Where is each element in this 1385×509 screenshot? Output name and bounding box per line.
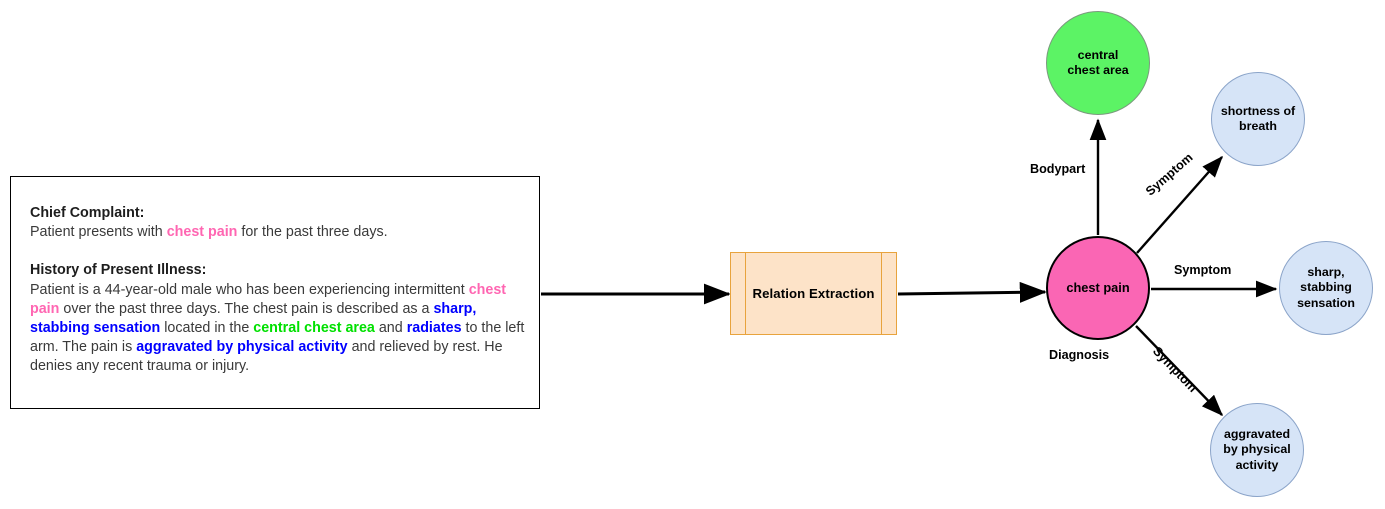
edge-label-symptom-1: Symptom: [1143, 150, 1196, 199]
hpi-text-6: and relieved by rest. He denies any rece…: [30, 339, 503, 375]
chief-complaint-heading-text: Chief Complaint:: [30, 205, 145, 221]
edge-label-bodypart: Bodypart: [1030, 162, 1086, 176]
relation-extraction-box[interactable]: Relation Extraction: [730, 252, 897, 335]
entity-radiates: radiates: [406, 320, 462, 337]
hpi-text-4: and: [374, 320, 407, 337]
entity-sharp-stabbing-sensation: sharp, stabbing sensation: [30, 300, 477, 337]
entity-chest-pain-1: chest pain: [166, 224, 238, 241]
edge-label-diagnosis: Diagnosis: [1049, 348, 1110, 362]
relation-extraction-label: Relation Extraction: [752, 286, 875, 301]
graph-node-aggravated-by-physical-activity[interactable]: aggravated by physical activity: [1210, 403, 1304, 497]
edge-label-symptom-2: Symptom: [1174, 263, 1232, 277]
hpi-text-2: over the past three days. The chest pain…: [59, 300, 434, 317]
subroutine-bar-left: [745, 253, 746, 334]
graph-node-shortness-of-breath[interactable]: shortness of breath: [1211, 72, 1305, 166]
graph-node-label: central chest area: [1067, 47, 1129, 78]
hpi-text-1: Patient is a 44-year-old male who has be…: [30, 281, 469, 298]
clinical-note-card: Chief Complaint: Patient presents with c…: [10, 176, 540, 409]
graph-node-label: chest pain: [1066, 280, 1130, 296]
edge-label-symptom-3: Symptom: [1149, 344, 1200, 396]
subroutine-bar-right: [881, 253, 882, 334]
cc-text-2: for the past three days.: [237, 224, 388, 241]
graph-node-label: sharp, stabbing sensation: [1297, 264, 1355, 310]
hpi-heading: History of Present Illness:: [30, 261, 530, 280]
graph-node-label: aggravated by physical activity: [1223, 426, 1291, 472]
hpi-text-5: to the left arm. The pain is: [30, 320, 525, 356]
chief-complaint-body: Patient presents with chest pain for the…: [30, 223, 530, 242]
arrow-extraction-to-graph: [897, 281, 1047, 303]
hpi-text-3: located in the: [160, 320, 254, 337]
graph-node-chest-pain[interactable]: chest pain: [1046, 236, 1150, 340]
graph-node-central-chest-area[interactable]: central chest area: [1046, 11, 1150, 115]
clinical-note-text: Chief Complaint: Patient presents with c…: [30, 204, 530, 377]
graph-node-sharp-stabbing-sensation[interactable]: sharp, stabbing sensation: [1279, 241, 1373, 335]
cc-text-1: Patient presents with: [30, 224, 167, 241]
entity-central-chest-area: central chest area: [253, 320, 375, 337]
entity-chest-pain-2: chest pain: [30, 281, 507, 317]
note-spacer: [30, 242, 530, 261]
graph-node-label: shortness of breath: [1220, 103, 1296, 134]
entity-aggravated-by-physical-activity: aggravated by physical activity: [136, 339, 348, 356]
hpi-heading-text: History of Present Illness:: [30, 262, 207, 279]
chief-complaint-heading: Chief Complaint:: [30, 204, 530, 223]
hpi-body: Patient is a 44-year-old male who has be…: [30, 281, 530, 377]
